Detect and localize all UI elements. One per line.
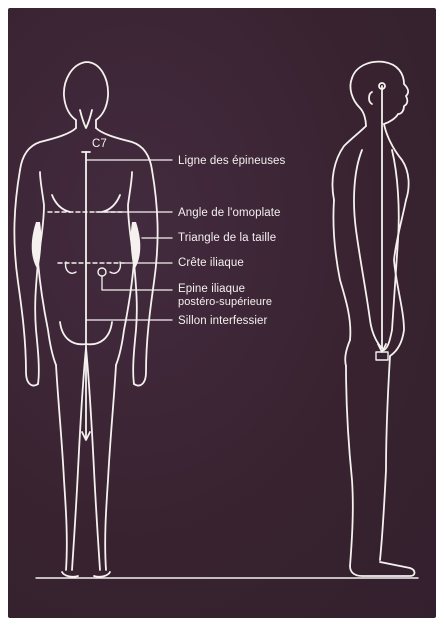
label-crete-iliaque: Crête iliaque [178, 257, 244, 269]
iliac-spine-point [98, 268, 106, 276]
label-triangle-taille: Triangle de la taille [178, 232, 276, 244]
leader-lines [86, 160, 172, 320]
label-c7: C7 [92, 138, 107, 150]
left-waist-triangle [32, 222, 42, 270]
label-sillon: Sillon interfessier [178, 315, 267, 327]
label-ligne-epineuses: Ligne des épineuses [178, 155, 285, 167]
label-epine-line1: Epine iliaque [178, 283, 245, 295]
label-epine-line2: postéro-supérieure [178, 296, 272, 308]
label-angle-omoplate: Angle de l'omoplate [178, 207, 281, 219]
side-view-figure [332, 62, 414, 576]
